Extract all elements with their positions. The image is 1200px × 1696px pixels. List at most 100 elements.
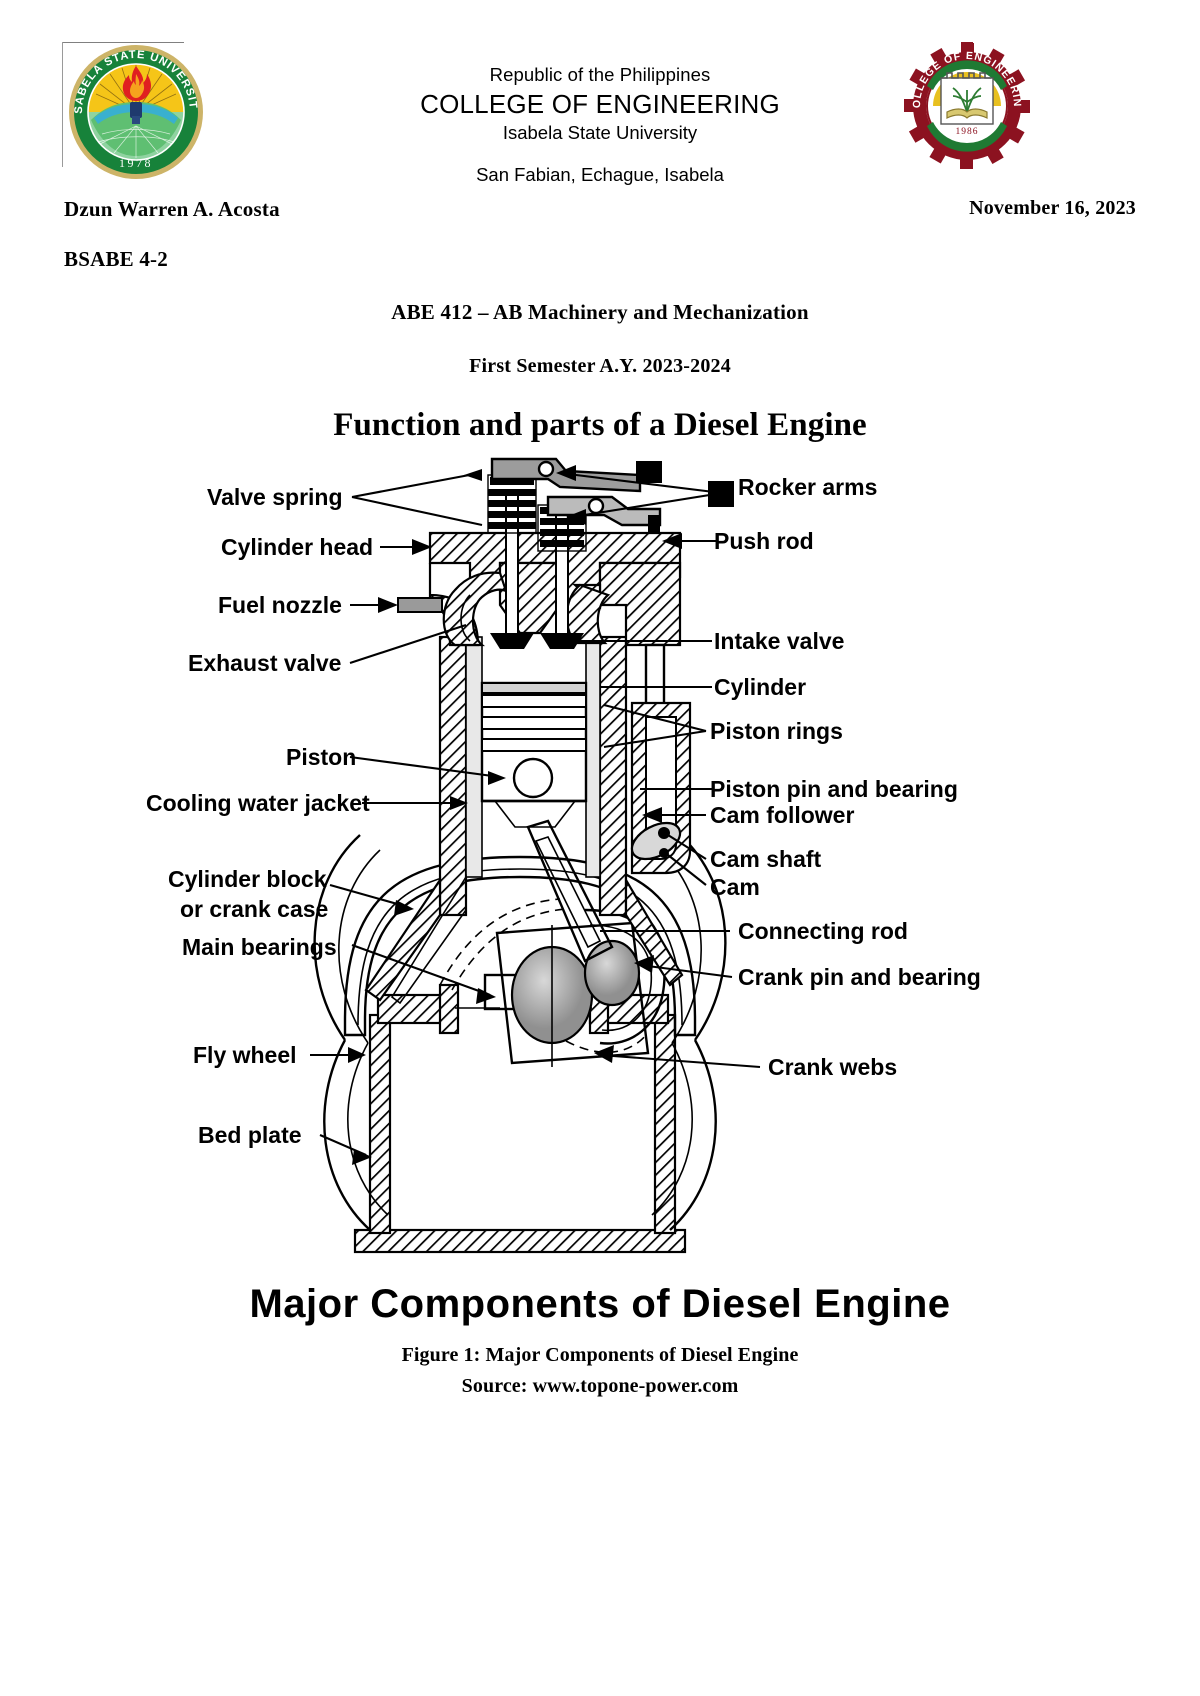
push-rod-part [648,515,660,533]
leader-main-bearings [351,944,491,996]
label-crank-webs: Crank webs [768,1054,897,1080]
diagram-labels-left: Valve spring Cylinder head Fuel nozzle E… [146,484,373,1148]
label-fly-wheel: Fly wheel [193,1042,297,1068]
leader-rocker-arms-2 [571,491,723,519]
arrow-fly-wheel [348,1047,366,1063]
crank-web-body [495,921,650,1065]
frame-left-column [368,1013,392,1235]
flywheel-arc-left-lower [323,1039,371,1231]
coe-seal-graphic: 1986 COLLEGE OF ENGINEERING [898,33,1030,169]
figure-caption: Figure 1: Major Components of Diesel Eng… [0,1340,1200,1402]
cooling-jacket-right [585,636,601,878]
block-flare-left-inner [390,874,467,1005]
label-cam-follower: Cam follower [710,802,854,828]
arrow-bed-plate [352,1149,372,1165]
figure-caption-line1: Figure 1: Major Components of Diesel Eng… [401,1344,799,1366]
label-push-rod: Push rod [714,528,814,554]
document-date: November 16, 2023 [969,197,1136,219]
diesel-engine-figure: Valve spring Cylinder head Fuel nozzle E… [0,455,1200,1335]
leader-rocker-arms-1 [559,471,723,495]
cam-shaft-center [658,827,670,839]
arrow-piston [488,771,506,785]
arrow-crank-webs [594,1045,614,1063]
crank-path-dashed-2 [451,908,567,991]
isabela-state-university-seal: ISABELA STATE UNIVERSITY 1978 [62,33,206,182]
leader-piston-rings-1 [603,703,707,733]
block-flare-left [364,876,442,1002]
label-cam: Cam [710,874,760,900]
dome-inner-arc [460,594,471,642]
connecting-rod-webline [534,836,602,949]
arrow-cooling-jacket [450,796,468,810]
university-line: Isabela State University [502,122,698,143]
label-cylinder-block-line2: or crank case [180,896,328,922]
svg-text:1986: 1986 [956,127,979,137]
arrow-crank-pin [634,955,654,973]
flywheel-arc-right-lower [669,1039,717,1231]
label-cylinder: Cylinder [714,674,806,700]
arrow-fuel-nozzle [378,597,398,613]
label-piston: Piston [286,744,356,770]
arrow-cylinder-head [412,539,432,555]
flywheel-arc-left-inner [338,849,381,1044]
label-piston-pin-and-bearing: Piston pin and bearing [710,776,958,802]
leader-piston-rings-2 [603,729,707,749]
flywheel-arc-left-lower-inner [347,1042,389,1216]
leader-lines [310,465,761,1165]
piston-pin-and-bearing-part [512,757,554,799]
arrow-valve-spring [464,469,482,481]
label-connecting-rod: Connecting rod [738,918,908,944]
fuel-nozzle-body [397,597,443,613]
course-code-title: ABE 412 – AB Machinery and Mechanization [391,300,809,324]
student-info-block: Dzun Warren A. Acosta November 16, 2023 … [0,190,1200,271]
leader-exhaust-valve [349,624,467,664]
label-main-bearings: Main bearings [182,934,337,960]
college-line: COLLEGE OF ENGINEERING [420,89,780,119]
rocker-arms-marker [708,481,734,507]
leader-cam [667,854,707,886]
crank-path-dashed [439,898,561,986]
cylinder-head-right-shoulder [598,561,682,647]
letterhead: ISABELA STATE UNIVERSITY 1978 Republic o… [0,0,1200,190]
label-valve-spring: Valve spring [207,484,343,510]
leader-cylinder-block [329,883,409,909]
figure-embedded-title: Major Components of Diesel Engine [249,1282,950,1326]
republic-line: Republic of the Philippines [489,64,711,85]
label-exhaust-valve: Exhaust valve [188,650,341,676]
label-intake-valve: Intake valve [714,628,844,654]
arrow-rocker-arms-2 [566,509,586,525]
header-rule-vertical [62,42,63,167]
cam-point [659,848,669,858]
flywheel-arc-left-outer [313,834,361,1041]
figure-caption-line2: Source: www.topone-power.com [461,1375,739,1397]
leader-piston [349,755,501,779]
arrow-cam-follower [642,807,662,823]
label-rocker-arms: Rocker arms [738,474,877,500]
leader-cam-shaft [667,834,707,860]
crank-pin [583,939,641,1007]
page-title: Function and parts of a Diesel Engine [333,407,867,443]
diagram-labels-right: Rocker arms Push rod Intake valve Cylind… [710,474,981,1080]
crank-case-inner-outline [357,868,683,1026]
isu-seal-graphic: ISABELA STATE UNIVERSITY 1978 [62,33,203,179]
diesel-engine-diagram: Valve spring Cylinder head Fuel nozzle E… [146,457,981,1326]
student-name: Dzun Warren A. Acosta [64,197,280,221]
header-rule-horizontal [62,42,184,43]
leader-valve-spring-1 [351,471,481,499]
arrow-push-rod [662,533,682,549]
label-cylinder-block-line1: Cylinder block [168,866,327,892]
label-cam-shaft: Cam shaft [710,846,822,872]
svg-text:1978: 1978 [119,156,153,170]
semester-line: First Semester A.Y. 2023-2024 [469,355,731,377]
cooling-jacket-left [465,636,483,878]
valve-spring-left [487,474,537,534]
student-section: BSABE 4-2 [64,247,168,271]
crank-case-shell [343,855,697,1037]
piston-skirt-detail [494,800,576,828]
label-fuel-nozzle: Fuel nozzle [218,592,342,618]
leader-crank-webs [599,1053,761,1069]
college-of-engineering-seal: 1986 COLLEGE OF ENGINEERING [898,33,1031,170]
engine-body [313,457,727,1254]
leader-crank-pin [639,963,733,979]
arrow-main-bearings [476,988,496,1004]
